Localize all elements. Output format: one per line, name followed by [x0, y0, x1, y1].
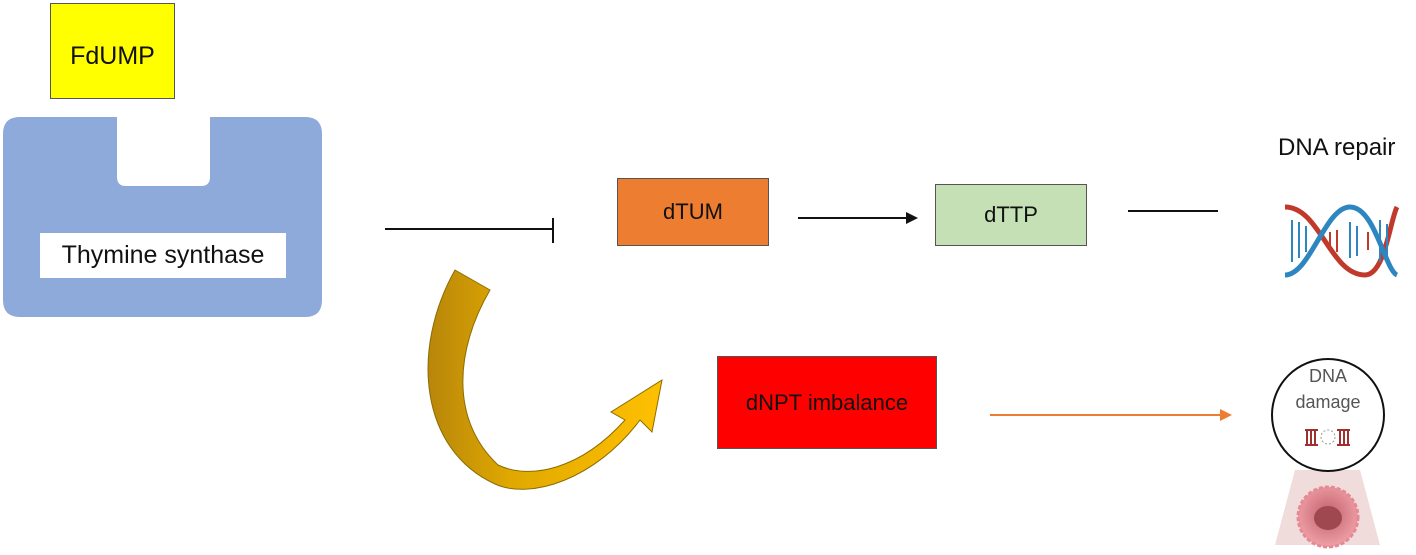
- dtum-to-dttp-arrowhead: [906, 212, 918, 224]
- thymine-synthase-enzyme-shape: [3, 117, 322, 317]
- dna-damage-cell-icon: [1271, 358, 1385, 549]
- thymine-synthase-label: Thymine synthase: [40, 233, 286, 278]
- dna-double-helix-icon: [1284, 204, 1400, 278]
- curved-yellow-arrow: [427, 269, 663, 490]
- dnpt-to-dna-damage-arrowhead: [1220, 409, 1232, 421]
- dttp-box: dTTP: [935, 184, 1087, 246]
- dna-damage-label-line2: damage: [1295, 392, 1361, 412]
- dna-damage-label-line1: DNA: [1308, 366, 1347, 386]
- dtum-box: dTUM: [617, 178, 769, 246]
- dna-repair-label: DNA repair: [1278, 134, 1396, 161]
- fdump-box: FdUMP: [50, 3, 175, 99]
- dnpt-imbalance-box: dNPT imbalance: [717, 356, 937, 449]
